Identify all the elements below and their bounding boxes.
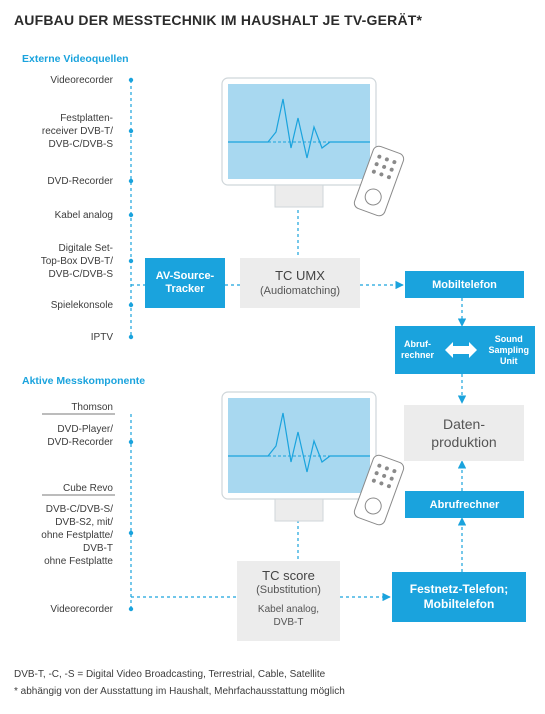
tc-score-subtitle: (Substitution) <box>256 584 321 596</box>
source-dvd-recorder: DVD-Recorder <box>47 176 113 187</box>
tc-score-title: TC score <box>262 568 315 583</box>
active-thomson: Thomson <box>71 402 113 413</box>
source-dots <box>128 77 134 612</box>
section-external-sources: Externe Videoquellen <box>22 53 129 65</box>
tc-score-box: TC score (Substitution) Kabel analog, DV… <box>237 561 340 641</box>
tv-icon <box>221 391 377 522</box>
tc-umx-box: TC UMX (Audiomatching) <box>240 258 360 308</box>
sound-sampling-label: Sound Sampling Unit <box>488 333 529 366</box>
tv-icon <box>221 77 377 208</box>
section-active-components: Aktive Messkomponente <box>22 375 146 387</box>
festnetz-telefon-box: Festnetz-Telefon; Mobiltelefon <box>392 572 526 622</box>
source-festplattenreceiver: Festplatten- receiver DVB-T/ DVB-C/DVB-S <box>41 113 113 150</box>
remote-control-icon <box>353 145 405 217</box>
abrufrechner-sound-sampling-box: Abruf- rechner Sound Sampling Unit <box>395 326 535 374</box>
source-set-top-box: Digitale Set- Top-Box DVB-T/ DVB-C/DVB-S <box>40 243 113 280</box>
source-spielekonsole: Spielekonsole <box>50 300 113 311</box>
active-videorecorder: Videorecorder <box>50 604 113 615</box>
double-arrow-icon <box>445 342 478 358</box>
abrufrechner-box: Abrufrechner <box>405 491 524 518</box>
source-kabel-analog: Kabel analog <box>54 210 113 221</box>
footnote-dvb: DVB-T, -C, -S = Digital Video Broadcasti… <box>14 669 326 680</box>
footnote-ausstattung: * abhängig von der Ausstattung im Hausha… <box>14 686 345 697</box>
active-cube-revo: Cube Revo <box>62 483 113 494</box>
connector-lines <box>130 80 467 609</box>
source-videorecorder: Videorecorder <box>50 75 113 86</box>
tc-score-detail: Kabel analog, DVB-T <box>257 604 320 628</box>
av-source-tracker-box: AV-Source- Tracker <box>145 258 225 308</box>
datenproduktion-box: Daten- produktion <box>404 405 524 461</box>
active-thomson-device: DVD-Player/ DVD-Recorder <box>47 424 113 448</box>
page-title: AUFBAU DER MESSTECHNIK IM HAUSHALT JE TV… <box>14 12 423 28</box>
datenproduktion-label: Daten- produktion <box>431 416 497 450</box>
tc-umx-subtitle: (Audiomatching) <box>259 285 341 297</box>
mobiltelefon-box: Mobiltelefon <box>405 271 524 298</box>
remote-control-icon <box>353 454 405 526</box>
tc-umx-title: TC UMX <box>275 268 325 283</box>
source-iptv: IPTV <box>90 332 113 343</box>
active-cube-device: DVB-C/DVB-S/ DVB-S2, mit/ ohne Festplatt… <box>41 504 113 567</box>
abrufrechner-small-label: Abruf- rechner <box>401 339 435 360</box>
